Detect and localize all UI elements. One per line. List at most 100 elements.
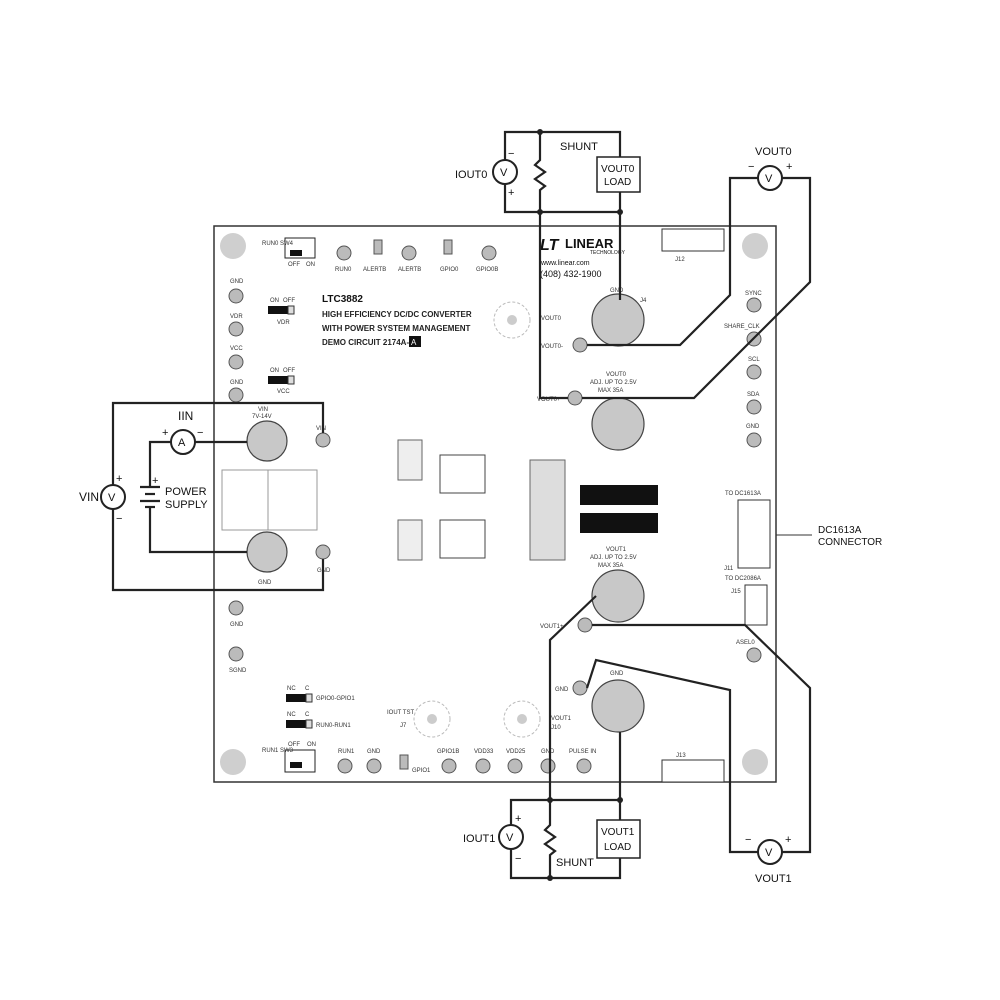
vout1-load xyxy=(596,819,641,859)
svg-text:NC: NC xyxy=(287,712,296,718)
svg-text:IOUT TST: IOUT TST xyxy=(387,710,414,716)
svg-text:VIN: VIN xyxy=(79,490,99,504)
vout0-voltmeter xyxy=(757,165,783,191)
svg-text:GND: GND xyxy=(367,749,381,755)
svg-text:CONNECTOR: CONNECTOR xyxy=(818,537,882,548)
svg-text:OFF: OFF xyxy=(283,298,295,304)
turret-gnd-e2[interactable] xyxy=(315,544,331,560)
sma-vout0 xyxy=(493,301,531,339)
svg-text:VDR: VDR xyxy=(230,314,243,320)
svg-text:J15: J15 xyxy=(731,589,741,595)
svg-text:−: − xyxy=(745,834,751,846)
svg-text:+: + xyxy=(508,187,514,199)
revision: A xyxy=(411,338,417,347)
input-wiring xyxy=(111,401,325,592)
svg-text:+: + xyxy=(116,473,122,485)
svg-text:VOUT0-: VOUT0- xyxy=(541,344,563,350)
svg-text:SCL: SCL xyxy=(748,357,760,363)
turret-vout1-plus[interactable] xyxy=(577,617,593,633)
svg-text:+: + xyxy=(515,813,521,825)
svg-text:VIN: VIN xyxy=(258,407,268,413)
svg-text:V: V xyxy=(108,492,116,504)
vout0-wiring xyxy=(503,129,812,400)
svg-text:J10: J10 xyxy=(551,725,561,731)
jumper-jp2[interactable] xyxy=(286,719,313,729)
vout1-voltmeter xyxy=(757,839,783,865)
svg-text:−: − xyxy=(508,148,514,160)
svg-text:LOAD: LOAD xyxy=(604,177,631,188)
iin-ammeter xyxy=(170,429,196,455)
terminal-j8-gnd[interactable] xyxy=(591,679,645,733)
terminal-j1-vin[interactable] xyxy=(246,420,288,462)
terminal-j2-gnd[interactable] xyxy=(246,531,288,573)
svg-text:VIN: VIN xyxy=(316,426,326,432)
svg-text:MAX 35A: MAX 35A xyxy=(598,563,623,569)
svg-text:VCC: VCC xyxy=(230,346,243,352)
svg-text:GND: GND xyxy=(746,424,760,430)
website: www.linear.com xyxy=(540,260,590,267)
svg-text:+: + xyxy=(152,475,158,487)
svg-text:VDD33: VDD33 xyxy=(474,749,494,755)
svg-text:J11: J11 xyxy=(724,566,734,572)
svg-text:VCC: VCC xyxy=(277,389,290,395)
board-title-2: WITH POWER SYSTEM MANAGEMENT xyxy=(322,324,471,333)
power-stage xyxy=(221,439,658,561)
svg-text:VOUT1: VOUT1 xyxy=(755,873,792,885)
svg-text:GND: GND xyxy=(610,288,624,294)
svg-text:VOUT1+: VOUT1+ xyxy=(540,624,564,630)
svg-text:+: + xyxy=(162,427,168,439)
dc1613a-label: DC1613A xyxy=(818,525,862,536)
vout0-load xyxy=(596,156,641,193)
turret-gnd-bottom[interactable] xyxy=(572,680,588,696)
svg-text:LT: LT xyxy=(540,237,560,254)
svg-text:ADJ. UP TO 2.5V: ADJ. UP TO 2.5V xyxy=(590,380,637,386)
header-j15 xyxy=(744,584,768,626)
right-turrets: SYNC SHARE_CLK SCL SDA GND ASEL0 xyxy=(724,291,762,663)
svg-text:ASEL0: ASEL0 xyxy=(736,640,755,646)
svg-text:ON: ON xyxy=(306,262,315,268)
svg-text:OFF: OFF xyxy=(288,262,300,268)
svg-text:GPIO0B: GPIO0B xyxy=(476,267,498,273)
svg-text:NC: NC xyxy=(287,686,296,692)
svg-text:A: A xyxy=(178,437,186,449)
jumper-jp1[interactable] xyxy=(286,693,313,703)
svg-text:GND: GND xyxy=(258,580,272,586)
svg-text:GPIO0-GPIO1: GPIO0-GPIO1 xyxy=(316,696,355,702)
jumper-jp4[interactable] xyxy=(268,305,295,315)
svg-text:ON: ON xyxy=(270,368,279,374)
svg-text:PULSE IN: PULSE IN xyxy=(569,749,596,755)
sma-j10 xyxy=(503,700,541,738)
svg-text:C: C xyxy=(305,712,310,718)
svg-text:VOUT0+: VOUT0+ xyxy=(537,397,561,403)
terminal-j3-vout0[interactable] xyxy=(591,397,645,451)
svg-text:ON: ON xyxy=(270,298,279,304)
turret-vin-e1[interactable] xyxy=(315,432,331,448)
jumper-jp5[interactable] xyxy=(268,375,295,385)
svg-text:+: + xyxy=(786,161,792,173)
svg-text:ON: ON xyxy=(307,742,316,748)
mounting-holes xyxy=(220,233,768,775)
vout1-wiring xyxy=(509,595,812,881)
svg-text:VOUT0: VOUT0 xyxy=(606,372,627,378)
svg-text:SUPPLY: SUPPLY xyxy=(165,499,208,511)
sma-j7 xyxy=(413,700,451,738)
svg-text:GPIO0: GPIO0 xyxy=(440,267,459,273)
turret-vout0-minus[interactable] xyxy=(572,337,588,353)
svg-text:GND: GND xyxy=(230,622,244,628)
svg-text:IOUT0: IOUT0 xyxy=(455,169,487,181)
svg-text:−: − xyxy=(748,161,754,173)
svg-text:V: V xyxy=(765,847,773,859)
svg-text:LINEAR: LINEAR xyxy=(565,236,614,251)
svg-text:7V-14V: 7V-14V xyxy=(252,414,272,420)
terminal-j6-vout1[interactable] xyxy=(591,569,645,623)
svg-text:VOUT1: VOUT1 xyxy=(606,547,627,553)
svg-text:GND: GND xyxy=(230,279,244,285)
svg-text:GND: GND xyxy=(541,749,555,755)
turret-vout0-plus[interactable] xyxy=(567,390,583,406)
svg-text:V: V xyxy=(500,167,508,179)
terminal-j4-gnd[interactable] xyxy=(591,293,645,347)
svg-text:J4: J4 xyxy=(640,298,647,304)
shunt-bottom-label: SHUNT xyxy=(556,857,594,869)
svg-text:J7: J7 xyxy=(400,723,407,729)
